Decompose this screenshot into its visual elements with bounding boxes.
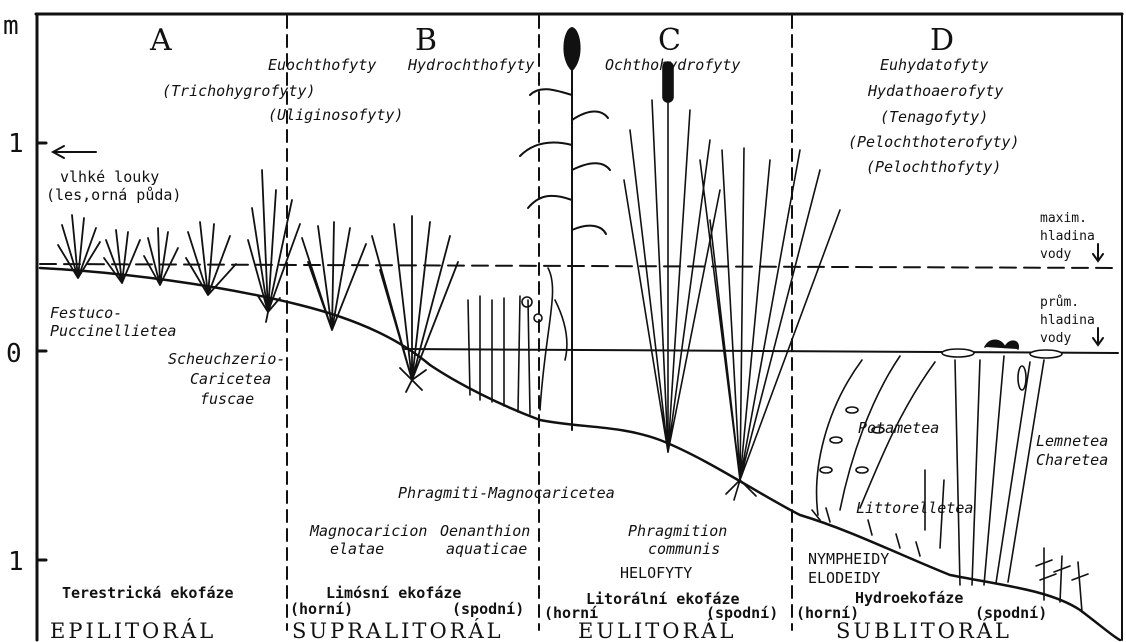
label-hydrochthofyty: Hydrochthofyty: [407, 56, 534, 74]
label-tenagofyty: (Tenagofyty): [880, 108, 988, 126]
label-helofyty: HELOFYTY: [620, 564, 692, 582]
alliance-magnocaricion-2: elatae: [330, 540, 384, 558]
class-scheuchzerio-2: Caricetea: [190, 370, 271, 388]
mean-water-level-line: [405, 349, 1118, 353]
alliance-oenanthion-2: aquaticae: [446, 540, 527, 558]
class-festuco-1: Festuco-: [50, 304, 122, 322]
max-water-label-3: vody: [1040, 247, 1071, 262]
class-potametea: Potametea: [858, 419, 939, 437]
label-uliginosofyty: (Uliginosofyty): [268, 106, 403, 124]
class-charetea: Charetea: [1036, 451, 1108, 469]
arrow-down-icon: [1093, 244, 1103, 261]
label-elodeidy: ELODEIDY: [808, 569, 880, 587]
alliance-oenanthion-1: Oenanthion: [440, 522, 530, 540]
chara-sketch: [1036, 548, 1088, 612]
zone-letter-a: A: [149, 23, 172, 58]
axis-tick-top: 1: [8, 129, 24, 159]
label-pelochthoterofyty: (Pelochthoterofyty): [848, 133, 1020, 151]
label-ochthohydrofyty: Ochthohydrofyty: [605, 56, 740, 74]
zone-epilitoral: EPILITORÁL: [50, 619, 216, 642]
mean-water-label-2: hladina: [1040, 313, 1095, 328]
sedge-tufts: [302, 216, 458, 392]
zone-letter-d: D: [930, 23, 954, 58]
alliance-magnocaricion-1: Magnocaricion: [309, 522, 427, 540]
label-pelochthofyty: (Pelochthofyty): [866, 158, 1001, 176]
class-phragmiti-magnocaricetea: Phragmiti-Magnocaricetea: [398, 484, 615, 502]
axis-tick-mid: 0: [6, 339, 22, 369]
alliance-phragmition-2: communis: [648, 540, 720, 558]
axis-tick-bottom: 1: [8, 547, 24, 577]
class-scheuchzerio-1: Scheuchzerio-: [168, 350, 285, 368]
ecophase-limosal-lower: (spodní): [452, 600, 524, 618]
zone-sublitoral: SUBLITORÁL: [836, 619, 1012, 642]
zone-eulitoral: EULITORÁL: [578, 619, 736, 642]
mean-water-label-1: prům.: [1040, 295, 1079, 310]
zone-supralitoral: SUPRALITORÁL: [292, 619, 504, 642]
meadow-note-line2: (les,orná půda): [46, 186, 181, 204]
phragmites-reed: [520, 28, 610, 430]
ecophase-hydro: Hydroekofáze: [855, 589, 963, 607]
class-littorelletea: Littorelletea: [856, 499, 973, 517]
axis-unit: m: [3, 11, 19, 41]
arrow-left-icon: [53, 146, 96, 158]
class-scheuchzerio-3: fuscae: [200, 390, 254, 408]
oenanthe-plants: [468, 268, 567, 414]
label-trichohygrofyty: (Trichohygrofyty): [162, 82, 316, 100]
ecophase-limosal-upper: (horní): [290, 600, 353, 618]
zone-letter-c: C: [658, 23, 681, 58]
ecophase-terrestrial: Terestrická ekofáze: [62, 584, 234, 602]
label-nympheidy: NYMPHEIDY: [808, 550, 889, 568]
mean-water-label-3: vody: [1040, 331, 1071, 346]
label-hydathoaerofyty: Hydathoaerofyty: [867, 82, 1003, 100]
max-water-level-line: [40, 264, 1118, 268]
cattail-and-tall-sedges: [624, 62, 840, 500]
meadow-note-line1: vlhké louky: [60, 168, 159, 186]
max-water-label-2: hladina: [1040, 229, 1095, 244]
class-lemnetea: Lemnetea: [1036, 432, 1108, 450]
zone-letter-b: B: [415, 23, 437, 58]
label-euochthofyty: Euochthofyty: [268, 56, 376, 74]
alliance-phragmition-1: Phragmition: [628, 522, 727, 540]
max-water-label-1: maxim.: [1040, 211, 1087, 226]
arrow-down-icon: [1093, 328, 1103, 345]
label-euhydatofyty: Euhydatofyty: [880, 56, 988, 74]
class-festuco-2: Puccinellietea: [50, 322, 176, 340]
